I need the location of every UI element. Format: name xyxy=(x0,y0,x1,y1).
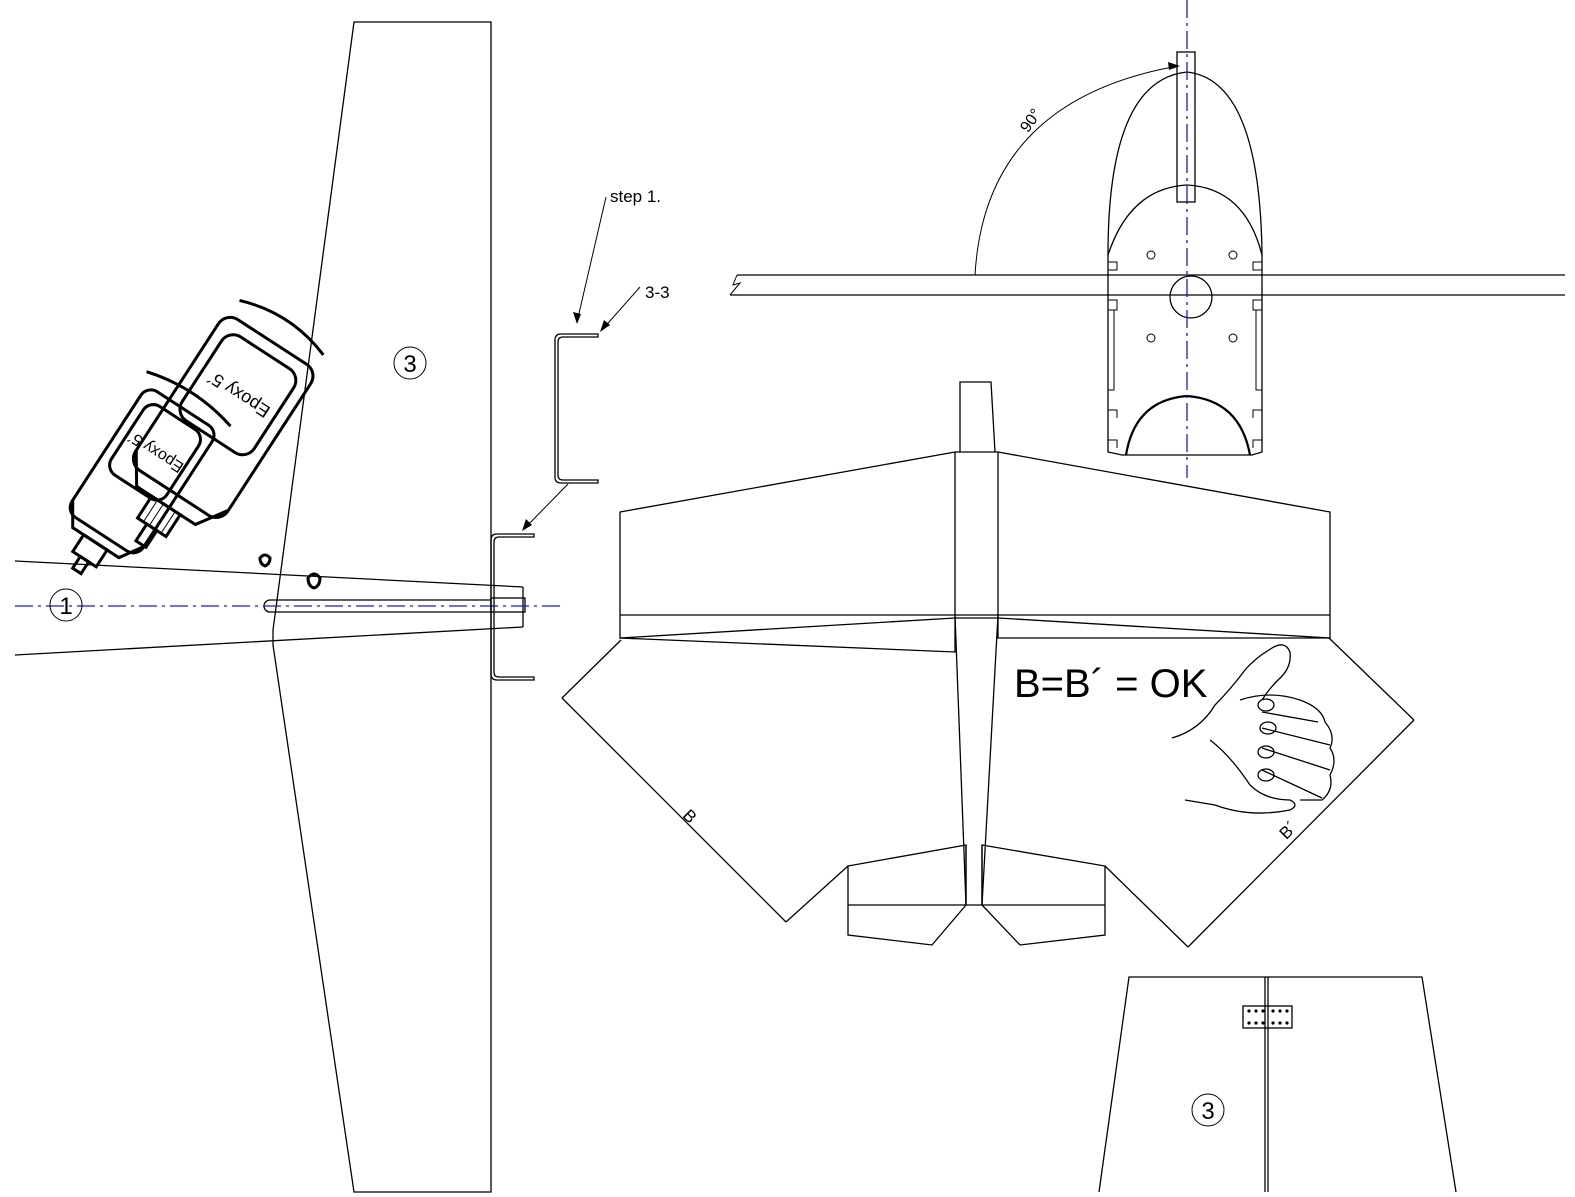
wing-panel-3 xyxy=(272,21,492,1193)
svg-text:B=B´ = OK: B=B´ = OK xyxy=(1014,662,1208,706)
svg-text:1: 1 xyxy=(59,593,72,620)
svg-text:B´: B´ xyxy=(1276,818,1301,843)
step-callout: step 1. xyxy=(573,187,661,324)
svg-text:B: B xyxy=(679,806,700,827)
check-text: B=B´ = OK xyxy=(1014,662,1208,706)
spar-bracket-upper xyxy=(554,333,599,484)
fuselage-1 xyxy=(14,560,565,656)
thumbs-up-hand-icon xyxy=(1171,644,1335,814)
spar-bracket-lower xyxy=(490,533,535,681)
svg-text:step 1.: step 1. xyxy=(610,187,661,206)
svg-text:90°: 90° xyxy=(1017,106,1045,136)
top-view-plane xyxy=(561,381,1415,948)
dimension-b-prime-label: B´ xyxy=(1276,818,1301,843)
wing-panel-3-lower xyxy=(1098,976,1457,1193)
epoxy-bottle-icon: Epoxy 5´ xyxy=(68,370,322,590)
front-view: 90° xyxy=(729,0,1565,478)
svg-text:Epoxy 5´: Epoxy 5´ xyxy=(203,366,273,421)
bracket-arrow xyxy=(522,483,569,531)
svg-text:3: 3 xyxy=(1201,1098,1214,1125)
part-3-lower-callout: 3 xyxy=(1191,1093,1225,1127)
part-1-callout: 1 xyxy=(49,588,83,622)
part-3-callout: 3 xyxy=(393,346,427,380)
svg-text:3-3: 3-3 xyxy=(645,283,670,302)
svg-text:3: 3 xyxy=(403,351,416,378)
section-callout: 3-3 xyxy=(600,283,670,332)
dimension-b-label: B xyxy=(679,806,700,827)
